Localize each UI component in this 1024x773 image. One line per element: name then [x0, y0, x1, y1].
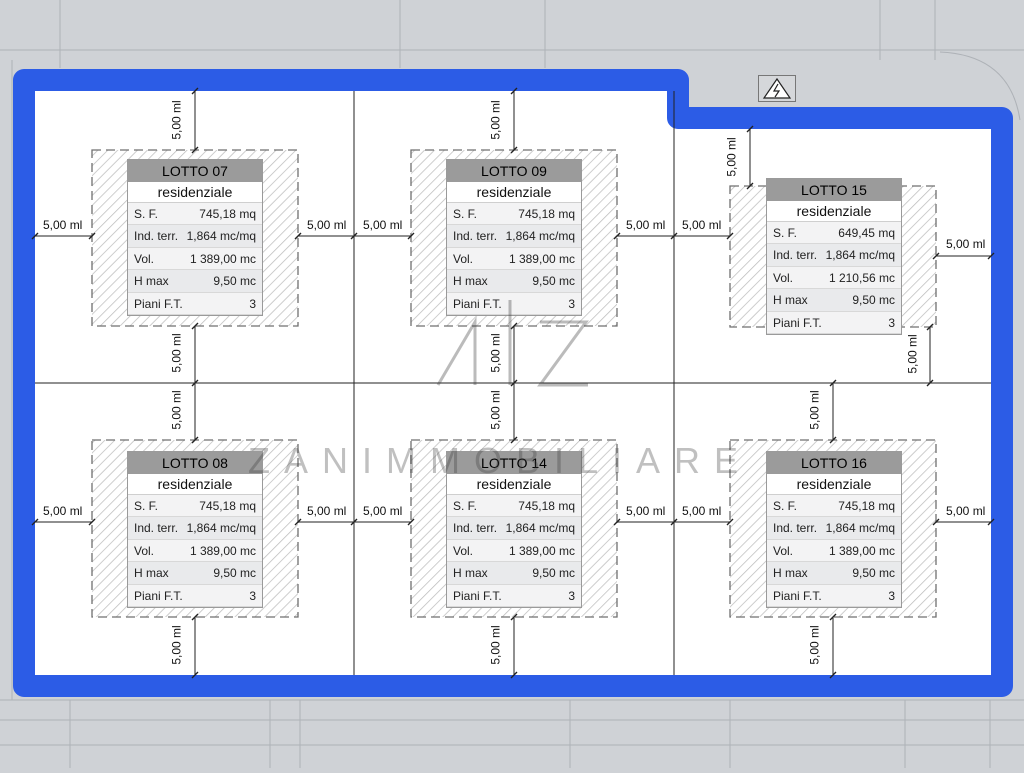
lot-table-lotto-15: LOTTO 15 residenziale S. F.649,45 mq Ind… [766, 178, 902, 335]
setback-label: 5,00 ml [682, 218, 722, 232]
setback-label: 5,00 ml [169, 390, 184, 430]
lot-row: Vol.1 389,00 mc [128, 247, 262, 271]
lot-use: residenziale [447, 474, 581, 495]
lot-use: residenziale [767, 201, 901, 222]
lot-row: Piani F.T.3 [128, 584, 262, 607]
lot-row: S. F.745,18 mq [447, 203, 581, 226]
lot-row: Vol.1 389,00 mc [128, 539, 262, 563]
setback-label: 5,00 ml [488, 390, 503, 430]
setback-label: 5,00 ml [363, 504, 403, 518]
lot-row: Vol.1 389,00 mc [447, 247, 581, 271]
lot-row: S. F.745,18 mq [447, 495, 581, 518]
setback-label: 5,00 ml [946, 504, 986, 518]
setback-label: 5,00 ml [43, 504, 83, 518]
lot-table-lotto-14: LOTTO 14 residenziale S. F.745,18 mq Ind… [446, 451, 582, 608]
lot-row: S. F.649,45 mq [767, 222, 901, 245]
lot-title: LOTTO 15 [767, 179, 901, 201]
lot-table-lotto-16: LOTTO 16 residenziale S. F.745,18 mq Ind… [766, 451, 902, 608]
lot-row: S. F.745,18 mq [128, 203, 262, 226]
lot-row: Vol.1 210,56 mc [767, 266, 901, 290]
lot-table-lotto-07: LOTTO 07 residenziale S. F.745,18 mq Ind… [127, 159, 263, 316]
setback-label: 5,00 ml [169, 100, 184, 140]
lot-row: Piani F.T.3 [767, 584, 901, 607]
lot-row: Ind. terr.1,864 mc/mq [128, 517, 262, 540]
setback-label: 5,00 ml [488, 333, 503, 373]
setback-label: 5,00 ml [43, 218, 83, 232]
setback-label: 5,00 ml [946, 237, 986, 251]
lot-row: S. F.745,18 mq [767, 495, 901, 518]
lot-use: residenziale [128, 474, 262, 495]
lot-title: LOTTO 16 [767, 452, 901, 474]
lot-use: residenziale [128, 182, 262, 203]
setback-label: 5,00 ml [626, 218, 666, 232]
setback-label: 5,00 ml [363, 218, 403, 232]
lot-title: LOTTO 08 [128, 452, 262, 474]
setback-label: 5,00 ml [488, 100, 503, 140]
lot-row: Ind. terr.1,864 mc/mq [767, 244, 901, 267]
lot-row: Vol.1 389,00 mc [767, 539, 901, 563]
lot-row: Vol.1 389,00 mc [447, 539, 581, 563]
setback-label: 5,00 ml [488, 625, 503, 665]
lot-row: Piani F.T.3 [447, 584, 581, 607]
lot-row: Piani F.T.3 [447, 292, 581, 315]
high-voltage-warning-icon [758, 75, 796, 102]
lot-row: Ind. terr.1,864 mc/mq [447, 225, 581, 248]
lot-use: residenziale [447, 182, 581, 203]
lot-row: Piani F.T.3 [767, 311, 901, 334]
setback-label: 5,00 ml [307, 218, 347, 232]
setback-label: 5,00 ml [169, 625, 184, 665]
setback-label: 5,00 ml [307, 504, 347, 518]
setback-label: 5,00 ml [169, 333, 184, 373]
lot-row: Ind. terr.1,864 mc/mq [767, 517, 901, 540]
lot-table-lotto-09: LOTTO 09 residenziale S. F.745,18 mq Ind… [446, 159, 582, 316]
lot-row: S. F.745,18 mq [128, 495, 262, 518]
lot-title: LOTTO 09 [447, 160, 581, 182]
setback-label: 5,00 ml [905, 334, 920, 374]
setback-label: 5,00 ml [682, 504, 722, 518]
lot-use: residenziale [767, 474, 901, 495]
setback-label: 5,00 ml [724, 137, 739, 177]
lot-title: LOTTO 14 [447, 452, 581, 474]
lot-title: LOTTO 07 [128, 160, 262, 182]
lot-row: Ind. terr.1,864 mc/mq [447, 517, 581, 540]
setback-label: 5,00 ml [807, 625, 822, 665]
setback-label: 5,00 ml [626, 504, 666, 518]
lot-table-lotto-08: LOTTO 08 residenziale S. F.745,18 mq Ind… [127, 451, 263, 608]
lot-row: Piani F.T.3 [128, 292, 262, 315]
setback-label: 5,00 ml [807, 390, 822, 430]
dimension-lines [35, 91, 991, 675]
lot-row: Ind. terr.1,864 mc/mq [128, 225, 262, 248]
